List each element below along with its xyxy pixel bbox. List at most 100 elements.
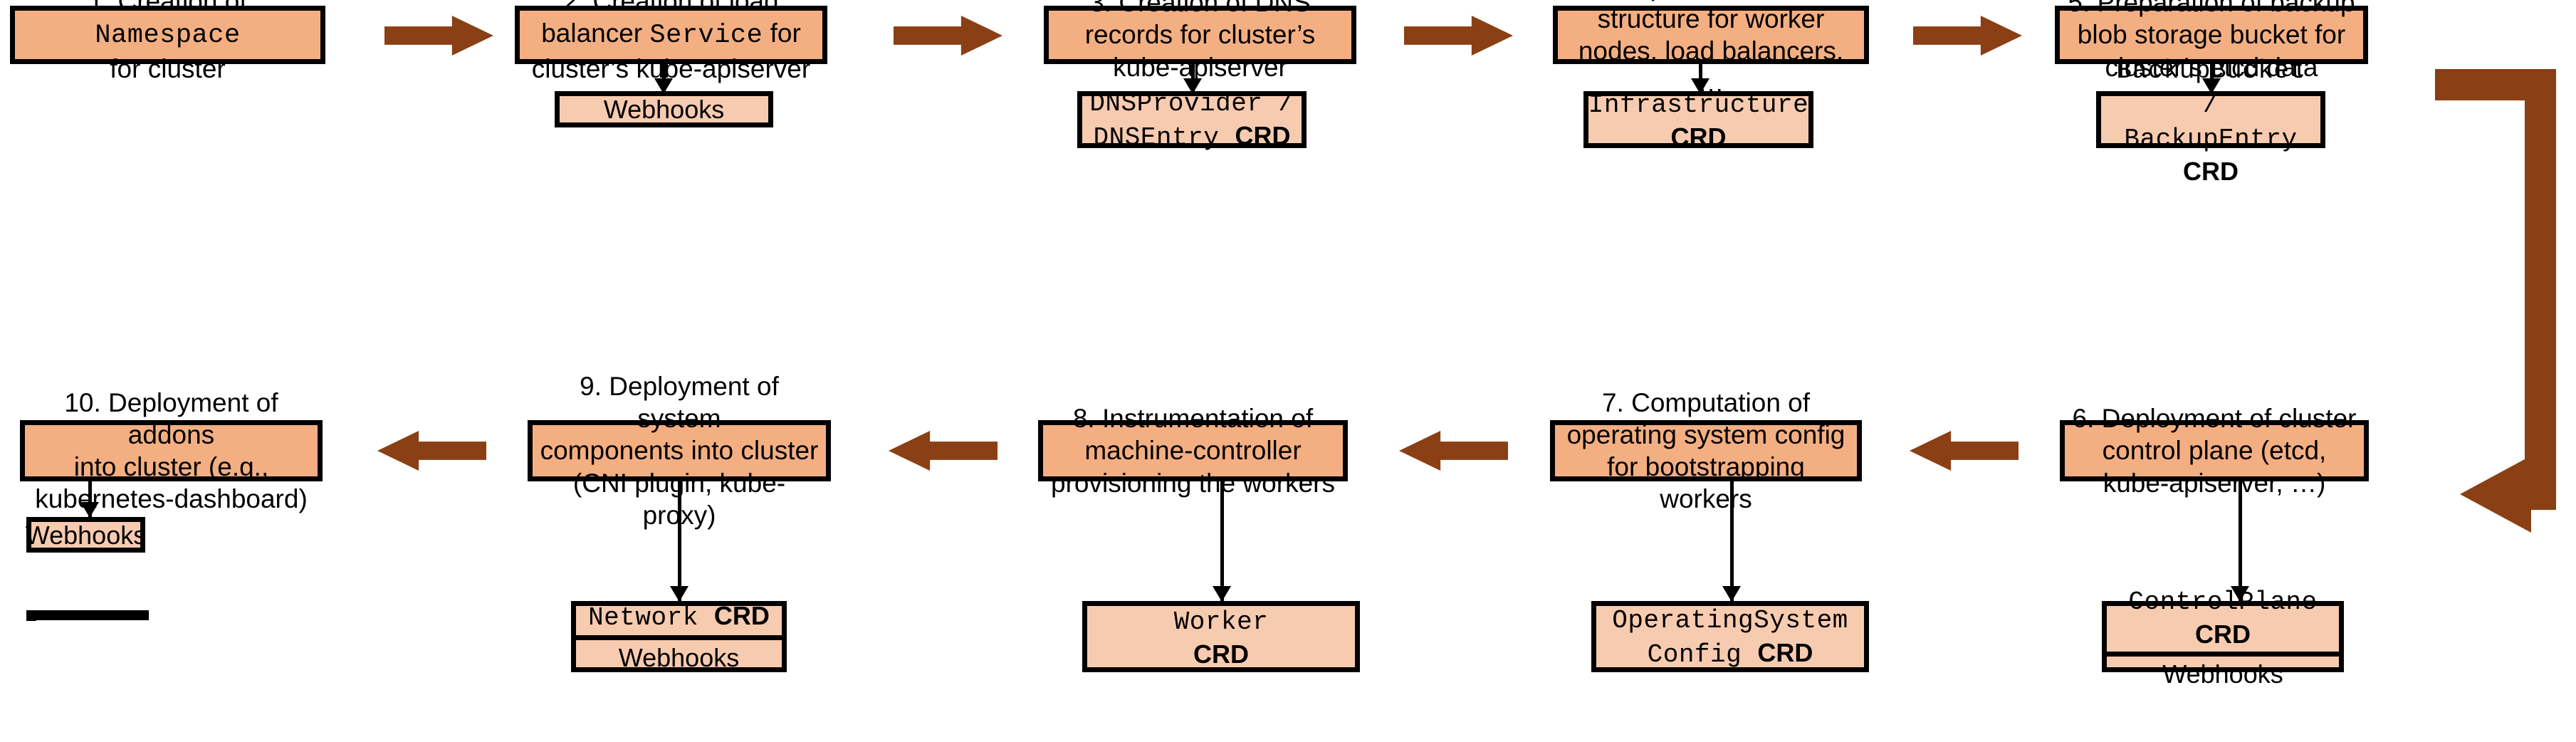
arrow-step4-to-step5 [1913,16,2022,56]
arrow-step9-to-step10 [377,431,486,471]
text-run: Config [1647,640,1758,669]
artifact-cell-webhooks: Webhooks [576,635,782,675]
artifact-box-step9[interactable]: Network CRD Webhooks [571,601,787,672]
text-line: Webhooks [604,93,724,125]
text-line: Infrastructure [1588,87,1808,121]
text-run: records for cluster’s [1084,20,1316,50]
text-run: 3. Creation of DNS [1089,0,1311,18]
artifact-box-step6[interactable]: ControlPlane CRD Webhooks [2102,587,2344,689]
artifact-cell: Webhooks [26,518,146,553]
text-run: Webhooks [618,643,740,672]
text-run: BackupBucket / [2116,56,2305,120]
text-line: 9. Deployment of system [540,370,819,434]
arrow-step2-to-step3 [894,16,1002,56]
text-line: for bootstrapping workers [1562,451,1850,515]
text-run: for bootstrapping workers [1607,452,1805,514]
text-line: 10. Deployment of addons [32,387,310,451]
artifact-box-step10-real[interactable]: Webhooks [26,517,146,553]
text-run: ControlPlane [2128,587,2318,617]
arrow-step8-to-step9 [889,431,998,471]
artifact-cell-webhooks: Webhooks [2107,651,2339,691]
text-run: 4. Preparation of infra- [1580,0,1842,1]
text-run: Infrastructure [1588,90,1809,120]
text-run: CRD [2183,156,2239,186]
step-4-label: 4. Preparation of infra-structure for wo… [1565,0,1857,99]
arrow-step7-to-step8 [1399,431,1508,471]
text-line: 6. Deployment of cluster [2072,402,2357,434]
text-run: nodes, load balancers, … [1578,36,1844,98]
text-run: 7. Computation of [1601,387,1811,417]
artifact-box-step2[interactable]: Webhooks [555,91,773,127]
text-line: machine-controller [1050,434,1336,466]
text-run: 10. Deployment of addons [64,387,278,449]
connector-step8-artifact [1220,481,1224,601]
text-run: structure for worker [1597,4,1825,33]
text-line: Webhooks [26,519,146,551]
arrow-step6-to-step7 [1910,431,2019,471]
text-line: OperatingSystem [1612,602,1848,637]
text-run: CRD [1670,122,1727,152]
text-line: Webhooks [2162,658,2283,690]
artifact-box-step10[interactable] [26,610,149,620]
text-run: Worker [1173,607,1269,637]
text-run: CRD [1235,121,1291,150]
text-run: for [763,19,801,48]
text-line: Webhooks [619,642,739,674]
text-run: blob storage bucket for [2077,20,2346,50]
artifact-box-10[interactable] [26,611,36,621]
text-run: machine-controller [1084,436,1302,466]
text-line: DNSEntry CRD [1089,120,1294,154]
text-line: 5. Preparation of backup [2067,0,2356,19]
text-line: operating system config [1562,419,1850,451]
text-run: 9. Deployment of system [580,372,779,434]
artifact-box-step5[interactable]: BackupBucket / BackupEntry CRD [2096,56,2325,186]
text-run: 6. Deployment of cluster [2072,404,2357,434]
text-run: OperatingSystem [1612,606,1848,635]
text-line: blob storage bucket for [2067,19,2356,51]
text-line: 4. Preparation of infra- [1565,0,1857,3]
text-run: operating system config [1566,419,1845,449]
text-run: 1. Creation of [88,0,247,16]
connector-step7-arrowhead [1722,586,1741,602]
artifact-box-step3[interactable]: DNSProvider /DNSEntry CRD [1077,89,1307,152]
connector-step9-artifact [678,481,681,601]
text-line: CRD [1588,121,1808,153]
text-run: CRD [1193,639,1249,669]
step-box-10[interactable]: 10. Deployment of addons into cluster (e.… [20,388,323,513]
text-run: Webhooks [25,520,147,550]
connector-step10-artifact [88,481,92,517]
text-line: balancer Service for [527,17,815,52]
text-run: for cluster [110,53,226,83]
text-line: records for cluster’s [1056,19,1344,51]
artifact-cell-network-crd: Network CRD [576,598,782,635]
text-run: kube-apiserver, …) [2103,468,2326,498]
text-run: into cluster (e.g., [73,452,269,481]
text-run: BackupEntry [2124,124,2298,154]
text-line: 7. Computation of [1562,387,1850,419]
text-run: DNSEntry [1093,123,1235,152]
text-run: DNSProvider / [1089,89,1294,118]
text-line: control plane (etcd, [2072,434,2357,466]
text-line: 8. Instrumentation of [1050,402,1336,434]
text-line: nodes, load balancers, … [1565,35,1857,99]
text-line: Network CRD [588,600,770,634]
step-box-4[interactable]: 4. Preparation of infra-structure for wo… [1553,0,1869,98]
text-line: 1. Creation of [22,0,313,17]
text-run: Namespace [95,21,241,51]
